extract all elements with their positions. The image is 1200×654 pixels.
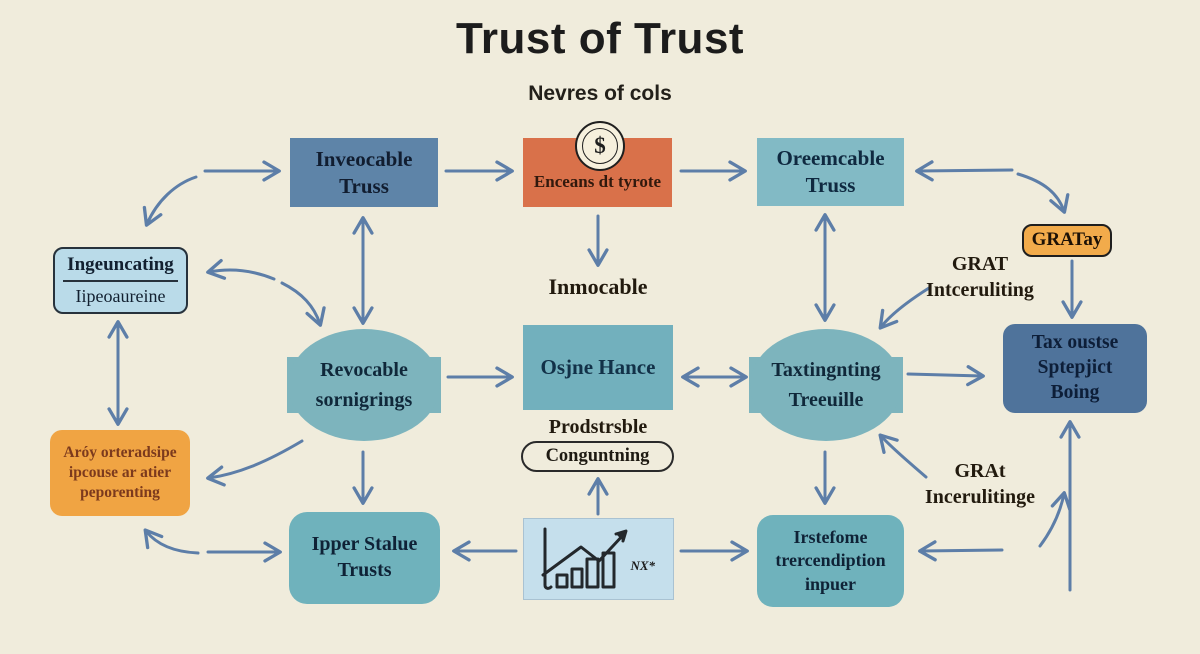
bar-chart-icon <box>541 527 627 590</box>
node-irstefome: Irstefome trercendiption inpuer <box>757 515 904 607</box>
node-gratay: GRATay <box>1022 224 1112 257</box>
page-subtitle: Nevres of cols <box>528 82 672 105</box>
node-osjne-hance: Osjne Hance <box>523 325 673 410</box>
dollar-coin-icon: $ <box>575 121 625 171</box>
node-tax-oustse: Tax oustse Sptepjict Boing <box>1003 324 1147 413</box>
node-growth-chart: NX* <box>523 518 674 600</box>
node-aroy-note: Aróy orteradsipe ipcouse ar atier pepore… <box>50 430 190 516</box>
node-ingeuncating: Ingeuncating Iipeoaureine <box>53 247 188 314</box>
grat-lower-label: GRAt Incerulitinge <box>925 460 1035 508</box>
node-revocable: Revocable sornigrings <box>286 326 442 444</box>
node-oreemcable-truss: Oreemcable Truss <box>757 138 904 206</box>
node-ipper-stalue: Ipper Stalue Trusts <box>289 512 440 604</box>
node-inveocable-truss: Inveocable Truss <box>290 138 438 207</box>
page-title: Trust of Trust <box>455 14 745 63</box>
nx-label: NX* <box>630 558 655 574</box>
ellipse-shape <box>749 329 903 441</box>
ellipse-shape <box>287 329 441 441</box>
node-taxtingnting: Taxtingnting Treeuille <box>748 326 904 444</box>
node-conguntning: Conguntning <box>521 441 674 472</box>
inmocable-label: Inmocable <box>548 274 648 299</box>
prodstrsble-label: Prodstrsble <box>548 416 648 438</box>
grat-upper-label: GRAT Intceruliting <box>926 253 1034 301</box>
